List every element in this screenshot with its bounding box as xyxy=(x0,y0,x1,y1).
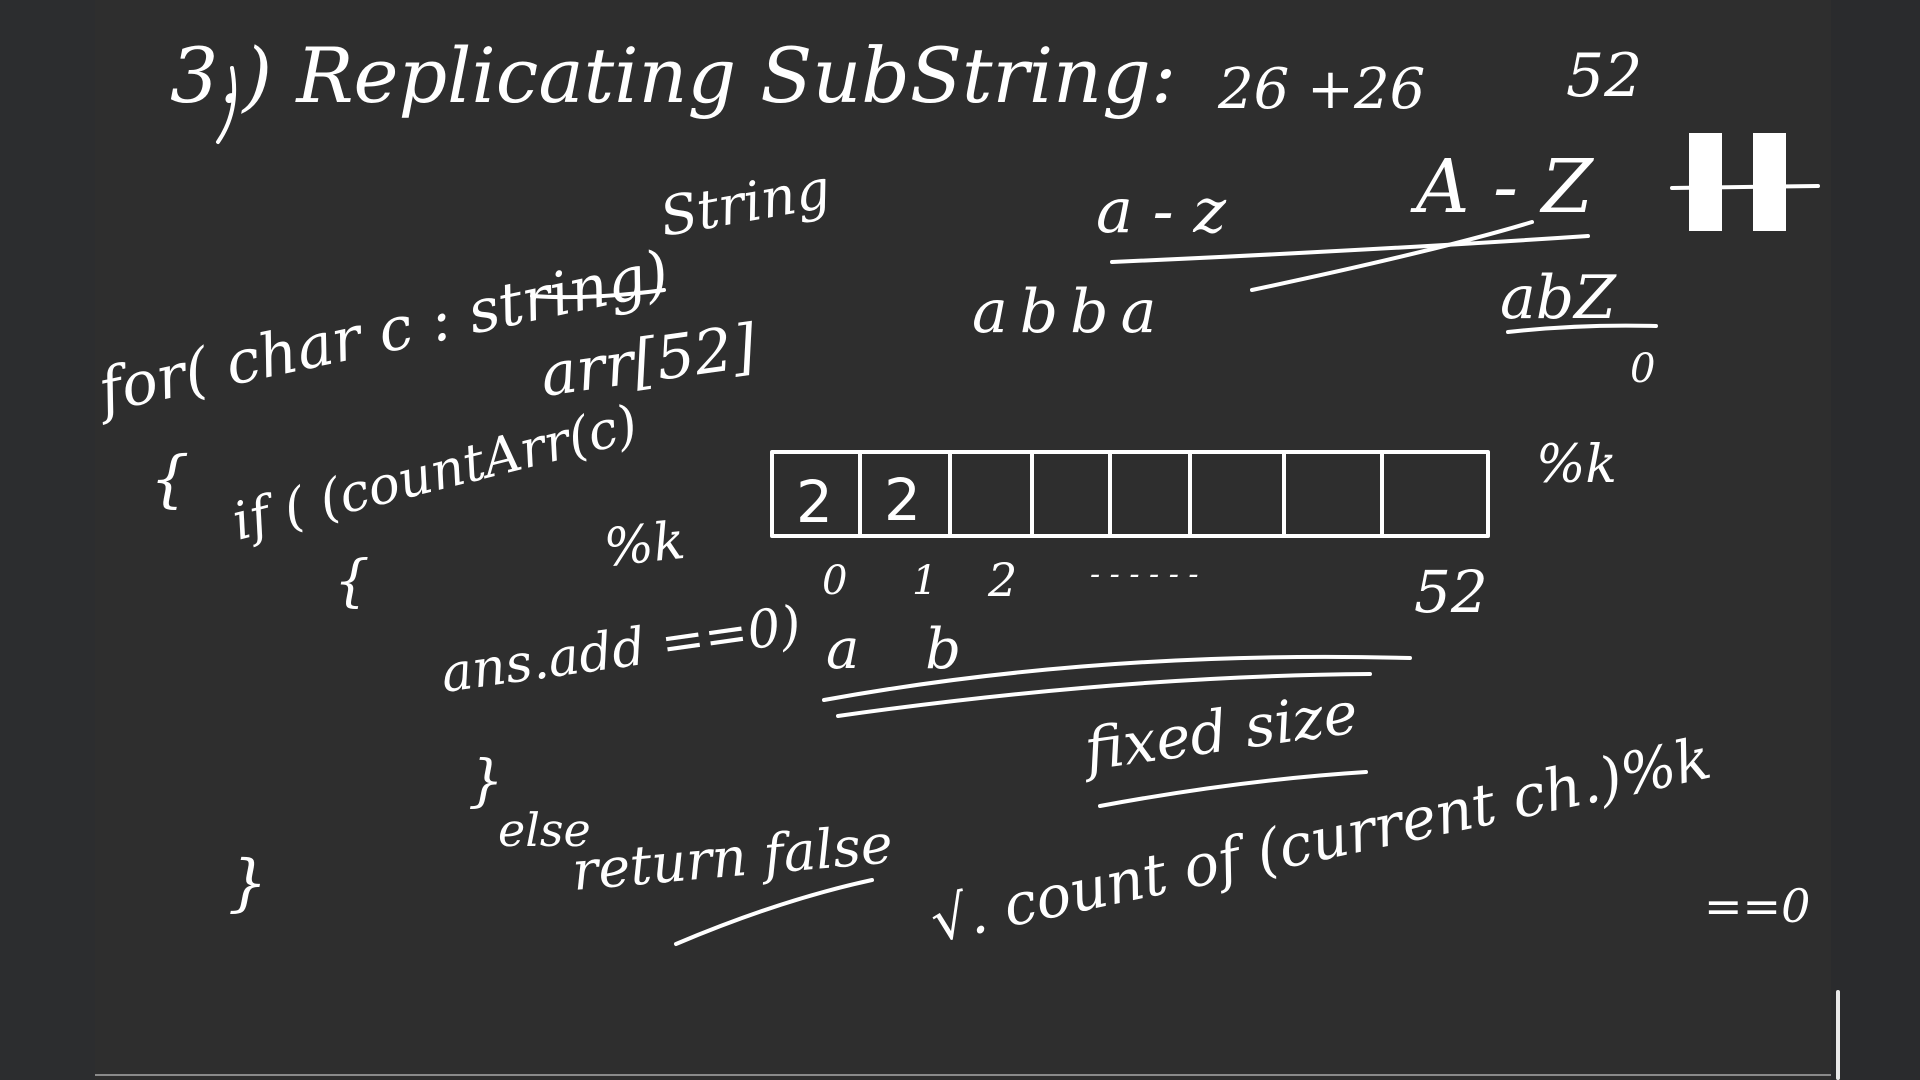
array-cell: 2 xyxy=(796,468,833,536)
index-label: 0 xyxy=(822,558,847,604)
count-total: 52 xyxy=(1566,41,1642,111)
else-keyword: else xyxy=(498,803,591,857)
whiteboard-canvas xyxy=(95,0,1831,1080)
letters-underline-2 xyxy=(836,672,1372,718)
bottom-divider xyxy=(95,1074,1831,1076)
letters-underline-1 xyxy=(822,654,1412,702)
heading-paren-stroke xyxy=(216,66,237,144)
inner-close-brace: } xyxy=(468,749,504,814)
inner-open-brace: { xyxy=(334,549,370,614)
zero-mark: 0 xyxy=(1630,346,1655,392)
fixed-size-underline xyxy=(1098,770,1368,808)
example-word-2-underline xyxy=(1506,323,1658,334)
example-word-2: abZ xyxy=(1500,263,1617,333)
equals-zero: ==0 xyxy=(1704,879,1810,933)
count-expression: 26 +26 xyxy=(1217,57,1425,122)
vertical-scrollbar[interactable] xyxy=(1836,990,1840,1080)
string-annotation: String xyxy=(655,157,834,249)
ans-add-line: ans.add ==0) xyxy=(437,595,804,705)
return-false-line: return false xyxy=(570,812,895,903)
array-cell: 2 xyxy=(884,466,921,534)
string-underline xyxy=(530,288,666,300)
mod-operator-right: %k xyxy=(1536,435,1617,495)
right-frame xyxy=(1831,0,1920,1080)
open-brace: { xyxy=(150,442,189,515)
pause-button[interactable] xyxy=(1686,133,1788,231)
outer-close-brace: } xyxy=(228,846,267,919)
array-outline xyxy=(770,450,1490,538)
range-uppercase: A - Z xyxy=(1410,144,1594,230)
range-underline-2 xyxy=(1250,220,1534,292)
fixed-size-label: fixed size xyxy=(1077,678,1362,784)
index-label: 1 xyxy=(912,558,937,604)
heading-text: 3.) Replicating SubString: xyxy=(170,31,1176,120)
range-underline-1 xyxy=(1110,234,1590,264)
check-line: √. count of (current ch.)%k xyxy=(925,724,1717,956)
index-label: 2 xyxy=(987,553,1017,607)
if-line: if ( (countArr(c) xyxy=(227,394,644,553)
index-label: 52 xyxy=(1414,558,1488,626)
cell-letters: a b xyxy=(826,617,985,682)
return-false-underline xyxy=(674,878,874,946)
count-array: 2 2 xyxy=(770,450,1490,538)
range-lowercase: a - z xyxy=(1096,174,1226,247)
index-ellipsis: - - - - - - xyxy=(1090,557,1199,592)
mod-operator: %k xyxy=(601,511,688,579)
left-frame xyxy=(0,0,95,1080)
example-word: abba xyxy=(972,277,1168,347)
